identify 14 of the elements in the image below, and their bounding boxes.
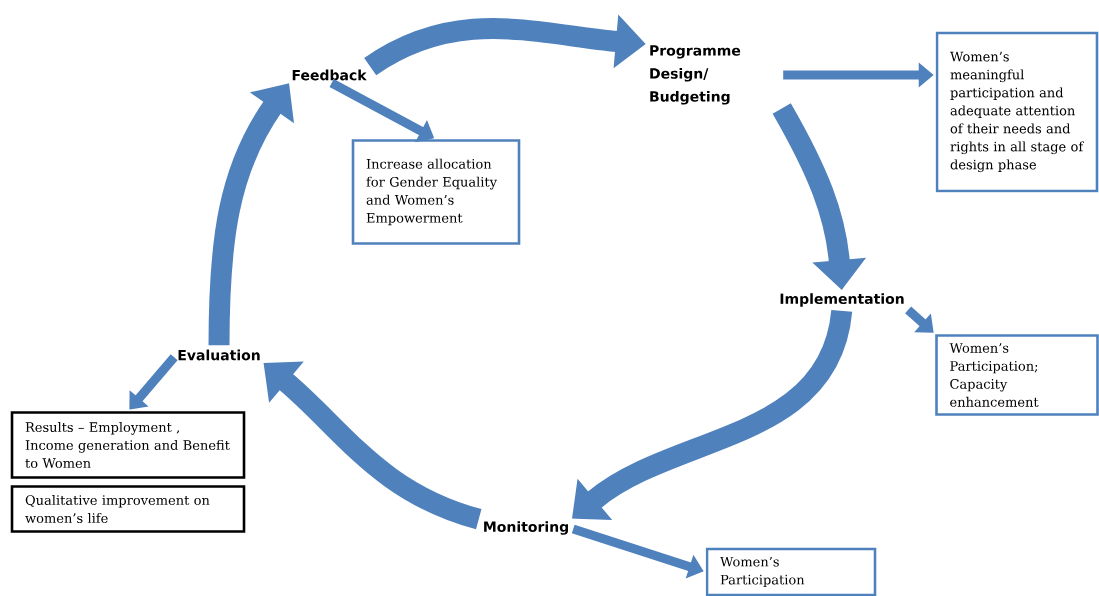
stage-label: Feedback <box>292 69 367 81</box>
block-arrow <box>129 354 178 410</box>
stage-label: Evaluation <box>178 349 260 361</box>
text-box: Women’s meaningful participation and adequate attention of their needs and rights in all stage of design phase <box>935 31 1099 193</box>
stage-label: Monitoring <box>484 521 568 535</box>
text-box: Results – Employment , Income generation and Benefit to Women <box>10 411 246 479</box>
text-box: Women’s Participation; Capacity enhancement <box>935 334 1099 416</box>
stage-label: Implementation <box>780 293 904 307</box>
block-arrow <box>572 308 853 521</box>
text-box: Qualitative improvement on women’s life <box>10 485 246 533</box>
block-arrow <box>905 306 934 333</box>
text-box: Women’s Participation <box>705 547 877 596</box>
stage-label: Programme Design/ Budgeting <box>650 45 741 105</box>
text-box: Increase allocation for Gender Equality and Women’s Empowerment <box>351 139 521 245</box>
